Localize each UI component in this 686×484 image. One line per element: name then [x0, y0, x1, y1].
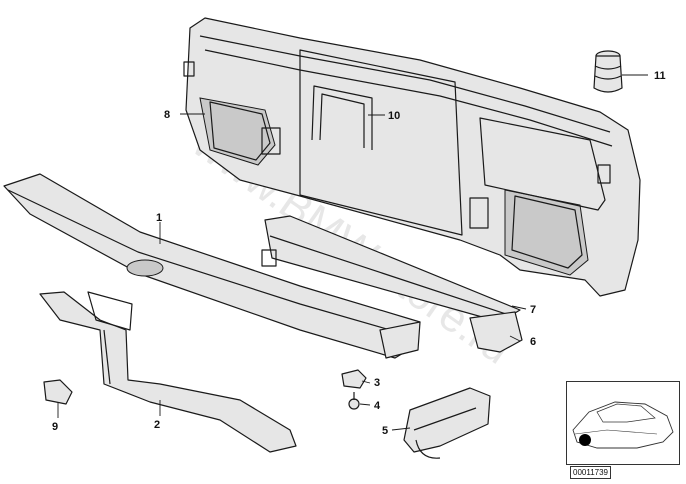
- part-clip: [43, 379, 73, 405]
- part-front-panel: [183, 17, 641, 297]
- callout-1: 1: [156, 212, 162, 224]
- callout-5: 5: [382, 425, 388, 437]
- part-screw: [348, 392, 360, 410]
- reference-code: 00011739: [570, 466, 611, 479]
- callout-8: 8: [164, 109, 170, 121]
- callout-10: 10: [388, 110, 400, 122]
- part-bumper-cover: [3, 173, 421, 359]
- callout-3: 3: [374, 377, 380, 389]
- part-trim-u: [311, 85, 373, 150]
- callout-7: 7: [530, 304, 536, 316]
- leader-lines: [57, 74, 648, 431]
- part-carrier-bracket: [39, 291, 297, 453]
- part-clip-nut: [341, 369, 367, 389]
- callout-6: 6: [530, 336, 536, 348]
- inset-car-thumbnail: [566, 381, 680, 465]
- callout-2: 2: [154, 419, 160, 431]
- part-bracket-right: [469, 311, 523, 353]
- car-silhouette-icon: [572, 401, 674, 449]
- part-air-duct: [403, 387, 491, 459]
- callout-9: 9: [52, 421, 58, 433]
- callout-4: 4: [374, 400, 381, 412]
- callout-11: 11: [654, 70, 666, 82]
- part-rubber-buffer: [593, 50, 623, 93]
